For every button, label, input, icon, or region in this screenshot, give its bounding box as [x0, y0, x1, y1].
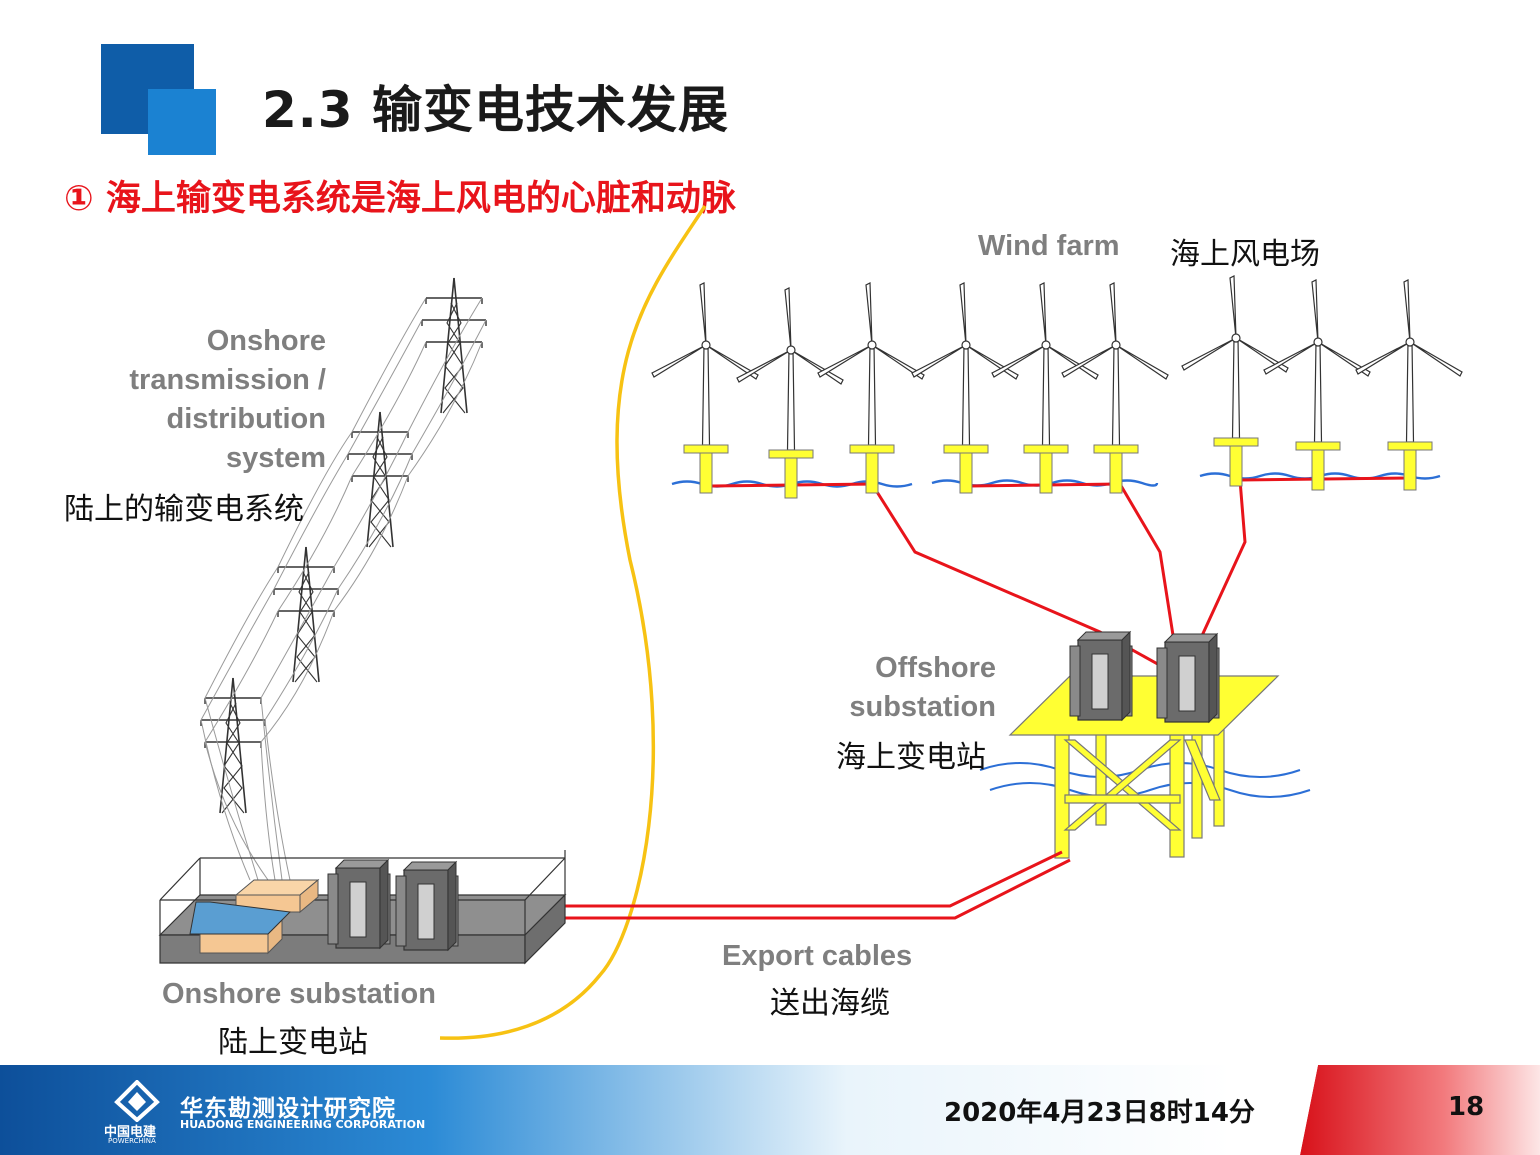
offshore-substation-label-en: Offshore substation	[849, 652, 996, 723]
array-cables	[711, 476, 1411, 674]
export-cables	[528, 850, 1071, 920]
title-decor-square-light	[148, 89, 216, 155]
organization-name-en: HUADONG ENGINEERING CORPORATION	[180, 1118, 426, 1131]
logo-text-cn: 中国电建	[104, 1125, 157, 1140]
wind-turbine	[817, 282, 925, 494]
transmission-pylon	[200, 677, 266, 814]
wind-turbine	[911, 282, 1019, 494]
onshore-substation	[158, 850, 567, 965]
divider-curve	[439, 205, 707, 1040]
offshore-substation-label-cn: 海上变电站	[836, 740, 986, 775]
slide-subtitle: ① 海上输变电系统是海上风电的心脏和动脉	[64, 179, 736, 219]
powerchina-logo-icon	[114, 1080, 160, 1122]
wind-farm-label-en: Wind farm	[978, 230, 1120, 262]
wind-turbine	[1181, 275, 1289, 487]
logo-text-en: POWERCHINA	[108, 1137, 156, 1145]
wind-turbine	[1061, 282, 1169, 494]
wind-turbine	[651, 282, 759, 494]
page-number: 18	[1448, 1092, 1485, 1122]
export-cables-label-en: Export cables	[722, 940, 913, 972]
footer-date: 2020年4月23日8时14分	[944, 1098, 1255, 1128]
onshore-system-label-en: Onshore transmission / distribution syst…	[129, 325, 326, 474]
wind-turbine	[1355, 279, 1463, 491]
wind-turbine	[991, 282, 1099, 494]
onshore-substation-label-cn: 陆上变电站	[218, 1025, 368, 1060]
offshore-platform	[979, 631, 1311, 859]
wind-turbine	[1263, 279, 1371, 491]
organization-name-cn: 华东勘测设计研究院	[180, 1096, 396, 1122]
footer-bar	[0, 1065, 1540, 1155]
export-cables-label-cn: 送出海缆	[770, 986, 890, 1021]
onshore-system-label-cn: 陆上的输变电系统	[64, 492, 304, 527]
slide-title: 2.3 输变电技术发展	[262, 81, 729, 139]
wind-turbine	[736, 287, 844, 499]
onshore-substation-label-en: Onshore substation	[162, 978, 436, 1010]
wind-farm-label-cn: 海上风电场	[1170, 237, 1320, 272]
